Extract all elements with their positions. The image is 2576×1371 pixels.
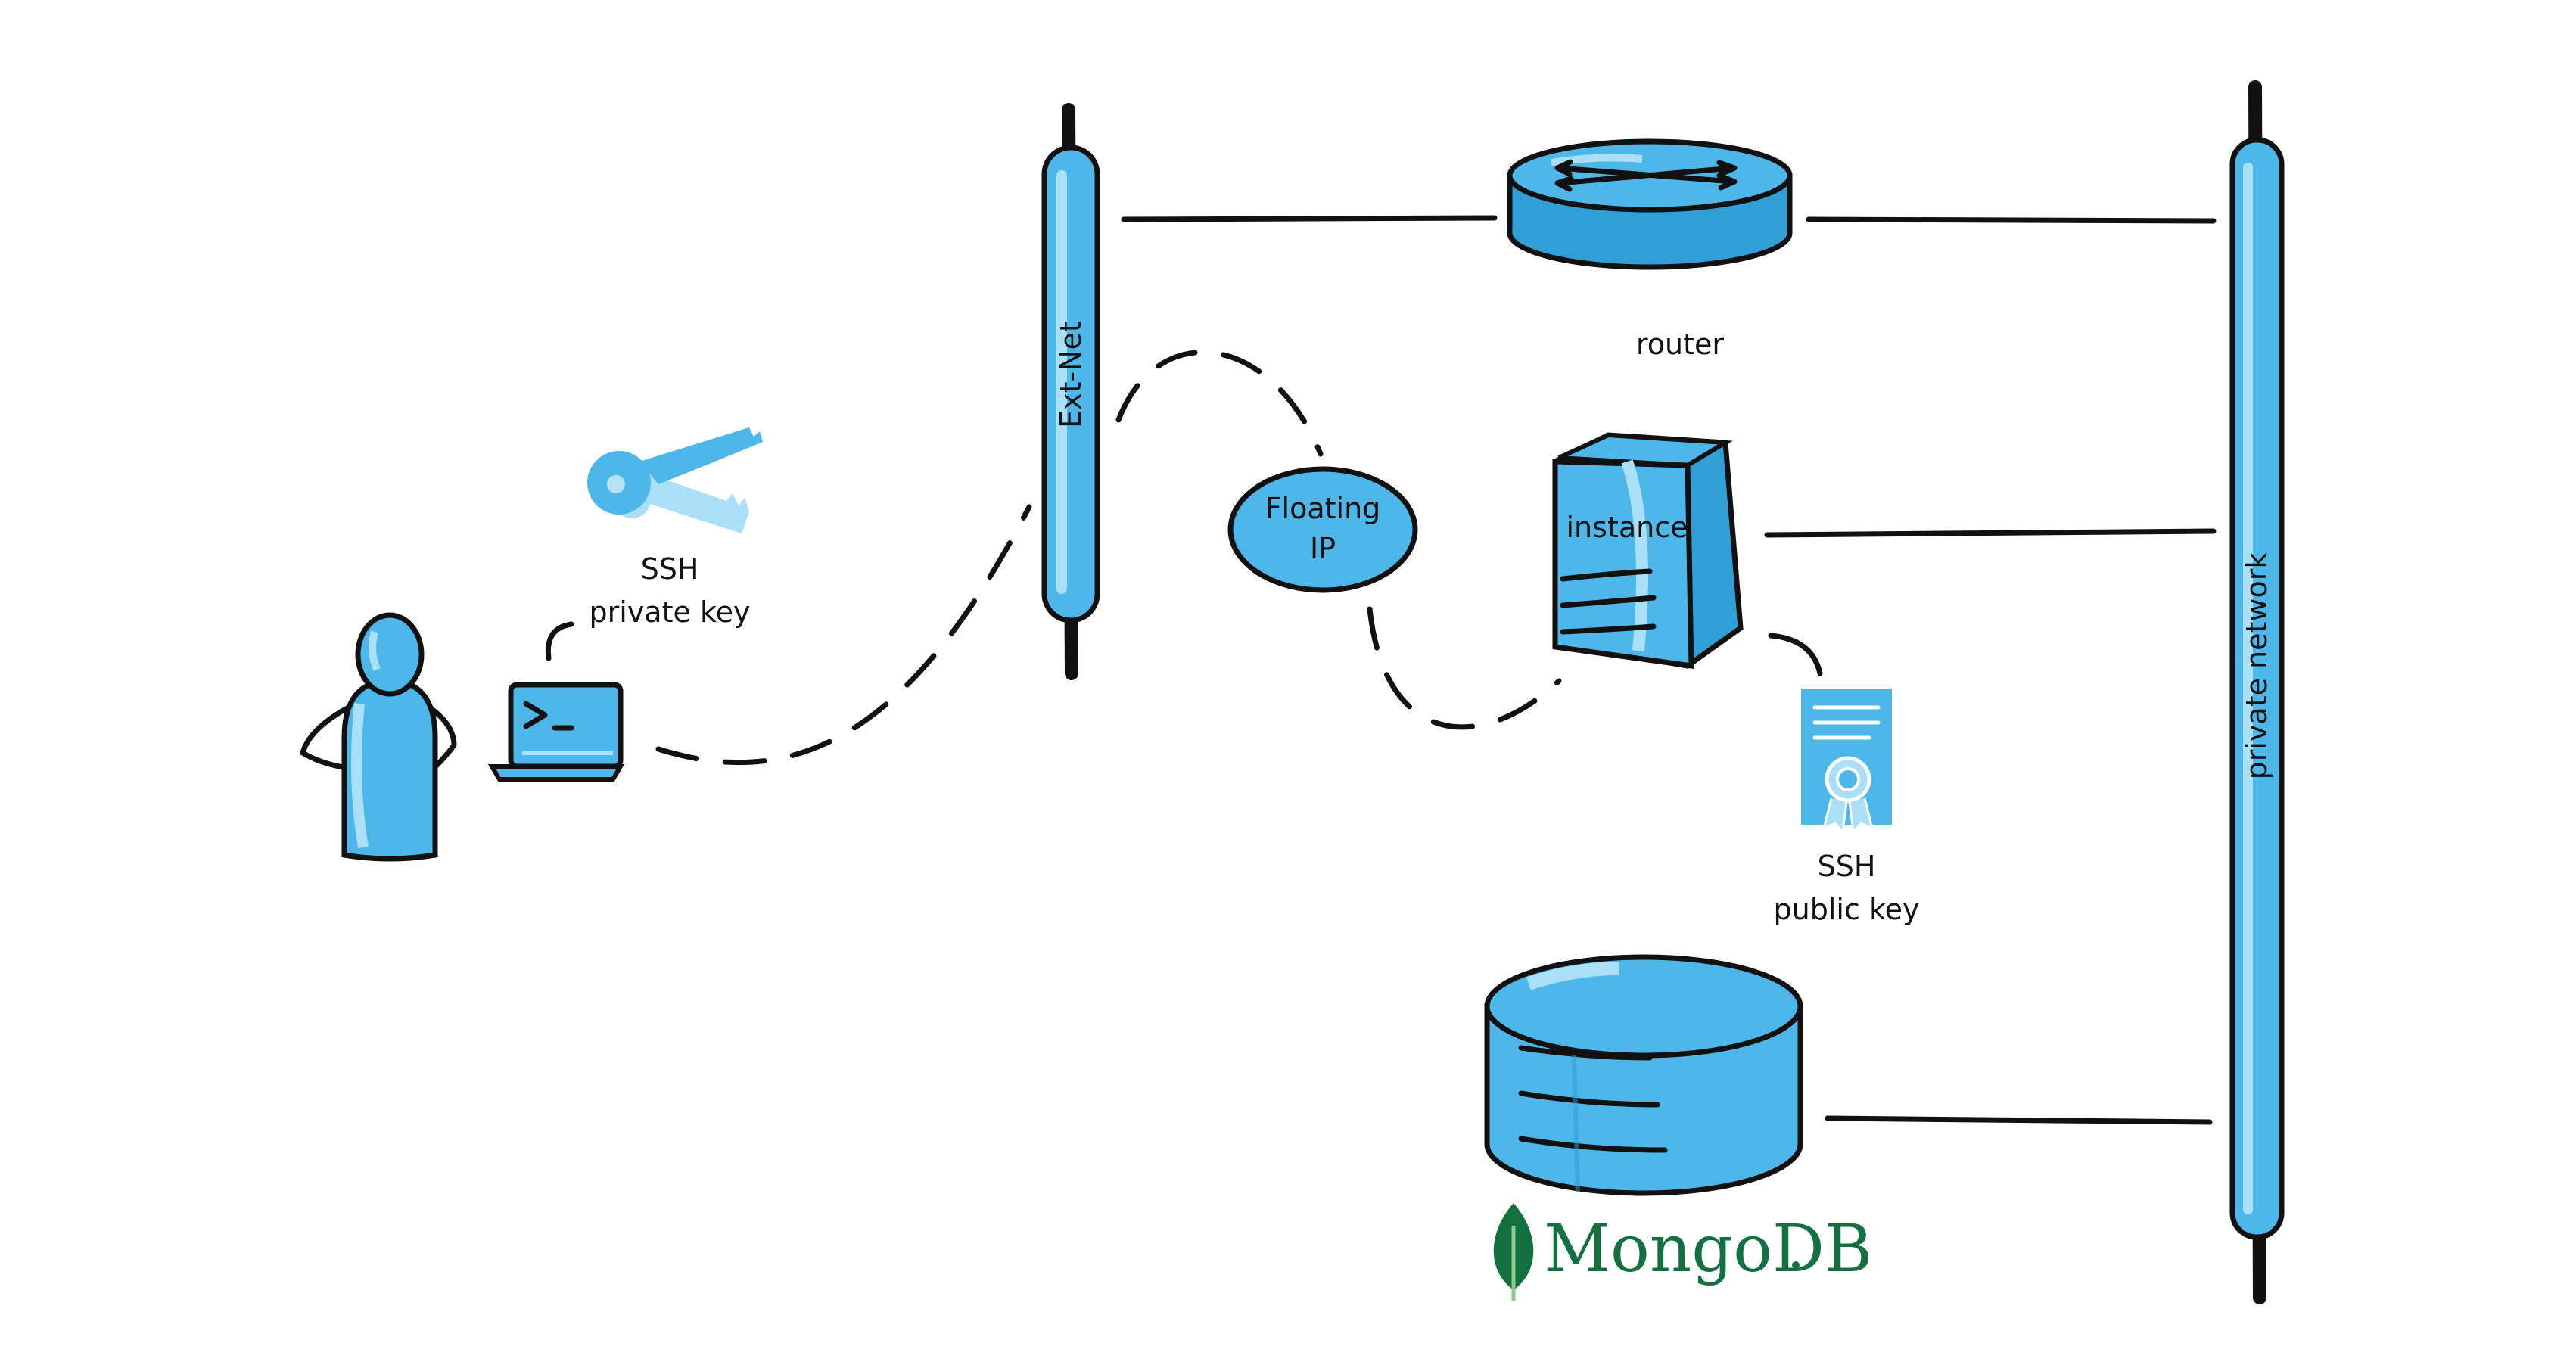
extnet-router-link [1121,215,1498,222]
router-icon [1507,138,1793,270]
router-label: router [1636,328,1724,361]
leaf-icon [1493,1203,1534,1301]
instance-server: instance [1552,432,1744,670]
ssh-public-key-label-line1: SSH [1818,850,1876,883]
instance-privnet-link [1764,528,2217,538]
floating-ip: Floating IP [1227,466,1418,593]
extnet-to-floating-ip-path [1115,350,1324,457]
ssh-private-key-label-line2: private key [590,595,751,629]
connection-lines [1121,215,2217,1125]
key-icon [587,427,763,533]
ssh-private-key-label-line1: SSH [641,552,699,586]
floating-ip-label-line1: Floating [1265,492,1381,525]
certificate-icon [1801,689,1892,835]
ssh-public-key-label-line2: public key [1774,893,1920,926]
private-network-label: private network [2240,552,2273,780]
database [1484,954,1803,1196]
router-privnet-link [1806,216,2217,224]
user [300,612,457,862]
ssh-public-key: SSH public key [1768,633,1920,926]
laptop-terminal-icon [487,682,625,782]
router: router [1507,138,1793,361]
dashed-paths [655,350,1562,766]
person-icon [300,612,457,862]
mongodb-wordmark: MongoDB [1544,1211,1872,1287]
database-icon [1484,954,1803,1196]
ext-net-label: Ext-Net [1054,321,1087,428]
floating-ip-label-line2: IP [1310,532,1336,565]
ssh-private-key: SSH private key [545,427,763,661]
server-icon [1552,432,1744,670]
laptop-to-extnet-path [655,504,1032,766]
ext-net-pipe: Ext-Net [1041,103,1100,680]
private-network-pipe: private network [2229,80,2285,1304]
mongodb-logo: MongoDB [1493,1203,1872,1301]
laptop [487,682,625,782]
floating-ip-to-instance-path [1367,606,1562,730]
instance-label: instance [1566,511,1688,544]
database-privnet-link [1825,1115,2213,1125]
